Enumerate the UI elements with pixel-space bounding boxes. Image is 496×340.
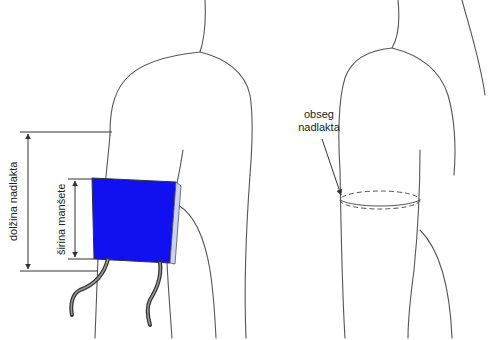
callout-label: obseg nadlakta bbox=[290, 108, 348, 133]
dimension-lines bbox=[20, 132, 341, 271]
cuff bbox=[92, 178, 176, 263]
callout-label-wrap: obseg nadlakta bbox=[290, 108, 348, 133]
dimension-label-wrap: širina manšete bbox=[56, 183, 69, 255]
cuff-tubes bbox=[71, 259, 160, 325]
dimension-label: širina manšete bbox=[56, 183, 69, 255]
dimension-label: dolžina nadlakta bbox=[8, 161, 21, 241]
dimension-label-wrap: dolžina nadlakta bbox=[8, 161, 21, 241]
circumference-ellipse bbox=[340, 191, 420, 209]
